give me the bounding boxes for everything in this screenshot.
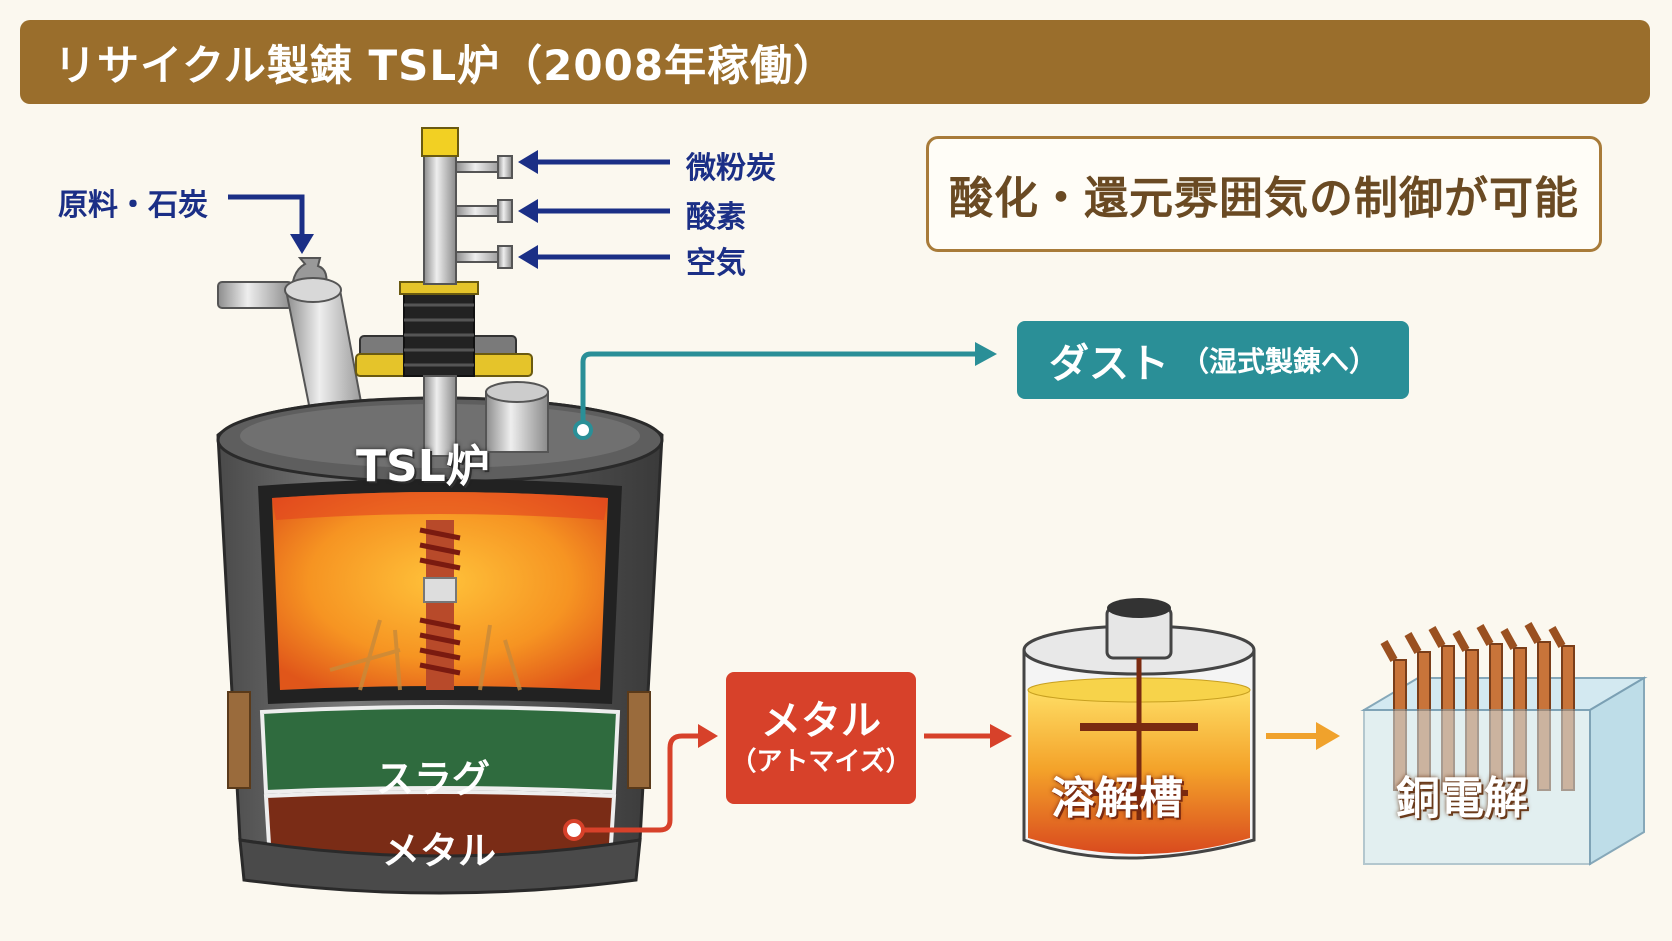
raw-material-arrow: [228, 194, 314, 254]
feature-box: 酸化・還元雰囲気の制御が可能: [926, 136, 1602, 252]
dust-sub-label: （湿式製錬へ）: [1180, 345, 1377, 378]
air-arrow: [518, 245, 670, 269]
air-label: 空気: [686, 246, 746, 281]
metal-output-box: メタル （アトマイズ）: [726, 672, 916, 804]
lance: [355, 127, 533, 457]
title-bar: リサイクル製錬 TSL炉（2008年稼働）: [20, 20, 1650, 104]
feed-chute: [217, 257, 372, 451]
metal-flow-line: [563, 724, 1012, 841]
oxygen-label: 酸素: [686, 200, 746, 235]
copper-electrolysis-cell: [1360, 622, 1648, 866]
fine-coal-arrow: [518, 150, 670, 174]
copper-electrolysis-label: 銅電解: [1396, 773, 1528, 824]
to-electrolysis-arrow: [1266, 722, 1340, 750]
feature-text: 酸化・還元雰囲気の制御が可能: [949, 173, 1579, 224]
dissolving-tank: [1022, 598, 1256, 860]
furnace-label: TSL炉: [356, 441, 490, 492]
dust-flow-line: [573, 342, 997, 440]
slag-label: スラグ: [376, 757, 491, 801]
page-title: リサイクル製錬 TSL炉（2008年稼働）: [54, 40, 837, 90]
oxygen-arrow: [518, 199, 670, 223]
dissolving-tank-label: 溶解槽: [1051, 773, 1183, 824]
raw-material-label: 原料・石炭: [58, 188, 208, 223]
exhaust-port: [485, 381, 549, 453]
metal-layer-label: メタル: [382, 829, 497, 873]
fine-coal-label: 微粉炭: [686, 151, 776, 186]
metal-output-label: メタル: [761, 698, 881, 744]
dust-label: ダスト: [1048, 341, 1169, 387]
metal-output-sub-label: （アトマイズ）: [730, 747, 912, 777]
dust-box: ダスト （湿式製錬へ）: [1017, 321, 1409, 399]
